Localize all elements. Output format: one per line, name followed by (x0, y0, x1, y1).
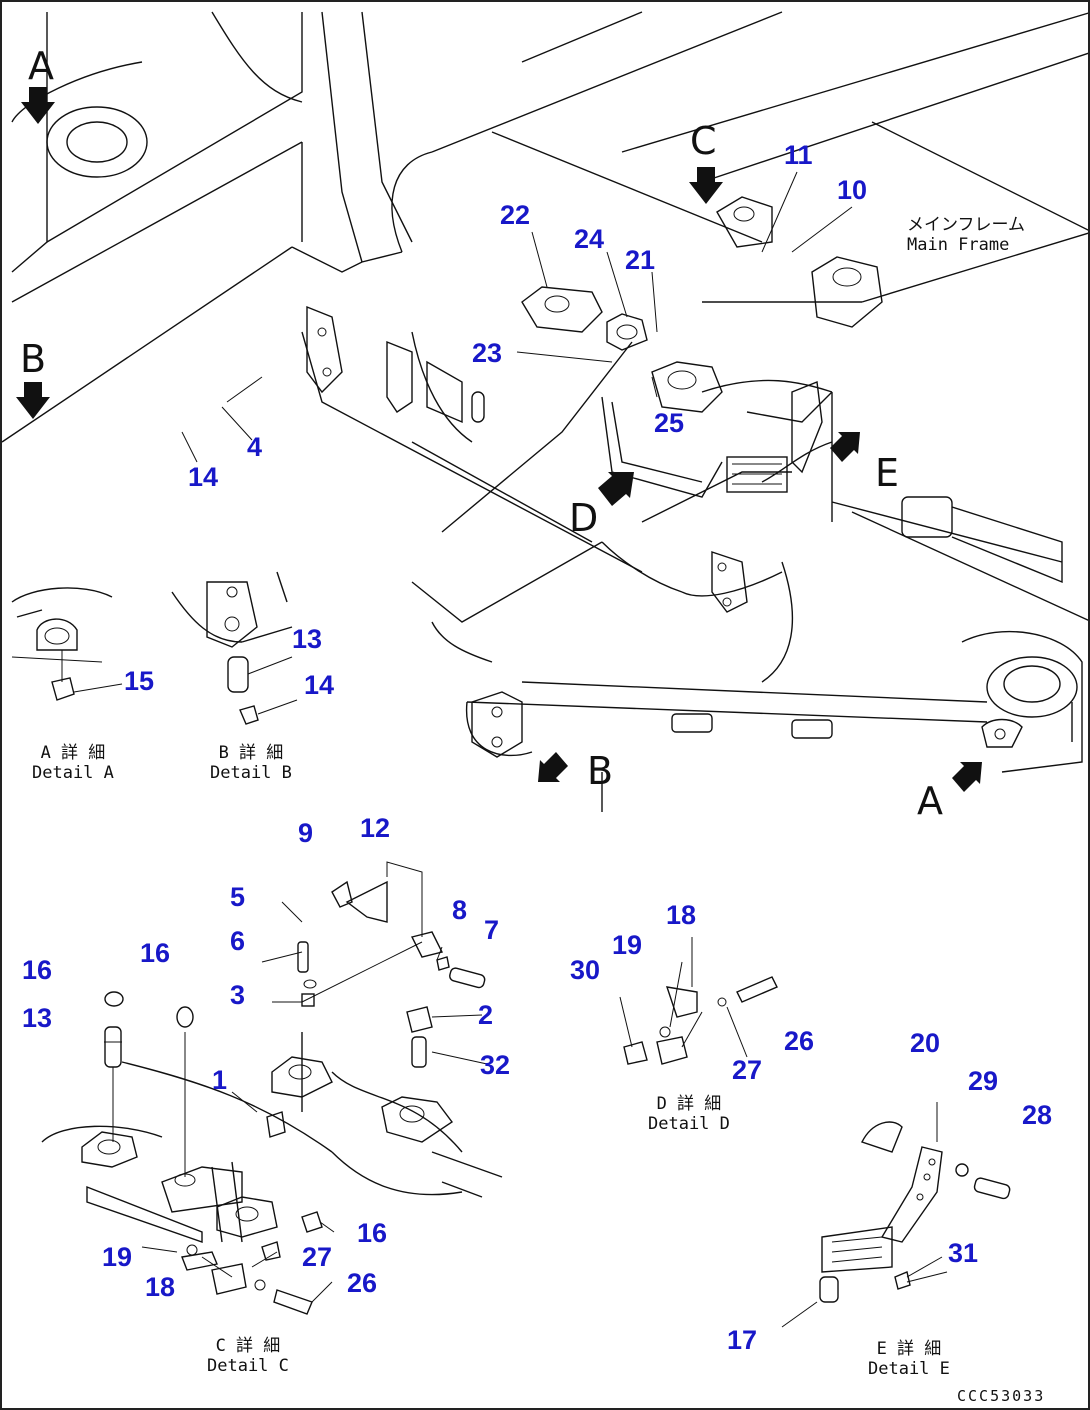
callout-23: 23 (472, 338, 503, 368)
detail-b-drawing (171, 571, 298, 725)
callout-1: 1 (212, 1065, 228, 1095)
detail-e-drawing (781, 1102, 1011, 1328)
callout-21: 21 (625, 245, 656, 275)
callout-6: 6 (230, 926, 246, 956)
callout-8: 8 (452, 895, 468, 925)
callout-12: 12 (360, 813, 391, 843)
caption-detail-b: B 詳 細 Detail B (210, 743, 292, 783)
callout-29: 29 (968, 1066, 999, 1096)
callout-22: 22 (500, 200, 531, 230)
callout-4: 4 (247, 432, 263, 462)
view-arrows (16, 87, 982, 792)
caption-detail-e-en: Detail E (868, 1358, 950, 1379)
main-frame-label-en: Main Frame (907, 234, 1010, 255)
callout-31: 31 (948, 1238, 979, 1268)
detail-c-drawing (41, 880, 503, 1315)
callout-2: 2 (478, 1000, 494, 1030)
callout-16-center: 16 (140, 938, 171, 968)
caption-detail-d-en: Detail D (648, 1113, 730, 1134)
callout-3: 3 (230, 980, 246, 1010)
callout-16-detail-c: 16 (357, 1218, 388, 1248)
view-label-e: E (875, 451, 900, 495)
callout-25: 25 (654, 408, 685, 438)
caption-detail-d-jp: D 詳 細 (656, 1094, 722, 1114)
callout-30: 30 (570, 955, 601, 985)
callout-13-detail-c: 13 (22, 1003, 53, 1033)
mount-brackets (306, 305, 1023, 758)
caption-detail-b-en: Detail B (210, 762, 292, 783)
view-label-b-bottom: B (587, 749, 614, 793)
callout-32: 32 (480, 1050, 511, 1080)
callout-27-detail-c: 27 (302, 1242, 333, 1272)
caption-detail-c: C 詳 細 Detail C (207, 1336, 289, 1376)
callout-10: 10 (837, 175, 868, 205)
caption-detail-c-en: Detail C (207, 1355, 289, 1376)
caption-detail-a-jp: A 詳 細 (40, 743, 106, 763)
callout-14-upper: 14 (188, 462, 219, 492)
callout-19-detail-c: 19 (102, 1242, 133, 1272)
main-frame-label: メインフレーム Main Frame (907, 215, 1025, 255)
callout-17: 17 (727, 1325, 758, 1355)
caption-detail-c-jp: C 詳 細 (215, 1336, 281, 1356)
caption-detail-a-en: Detail A (32, 762, 114, 783)
callout-24: 24 (574, 224, 605, 254)
view-label-d: D (569, 496, 599, 540)
view-label-c: C (690, 119, 717, 163)
caption-detail-e-jp: E 詳 細 (876, 1339, 942, 1359)
callout-5: 5 (230, 882, 246, 912)
callout-9: 9 (298, 818, 314, 848)
callout-27-detail-d: 27 (732, 1055, 763, 1085)
callout-14-detail-b: 14 (304, 670, 335, 700)
view-label-a-top: A (28, 44, 54, 88)
leader-lines (104, 171, 943, 1303)
view-label-b-top: B (20, 337, 47, 381)
callout-19-detail-d: 19 (612, 930, 643, 960)
callout-16-left: 16 (22, 955, 53, 985)
callout-15: 15 (124, 666, 155, 696)
callout-18-detail-c: 18 (145, 1272, 176, 1302)
callout-28: 28 (1022, 1100, 1053, 1130)
main-frame-label-jp: メインフレーム (907, 215, 1025, 235)
caption-detail-e: E 詳 細 Detail E (868, 1339, 950, 1379)
main-frame-outline (2, 11, 1088, 812)
callout-18-detail-d: 18 (666, 900, 697, 930)
view-label-a-bottom: A (917, 779, 943, 823)
caption-detail-b-jp: B 詳 細 (218, 743, 284, 763)
detail-a-drawing (11, 587, 123, 701)
caption-detail-d: D 詳 細 Detail D (648, 1094, 730, 1134)
callout-26-detail-c: 26 (347, 1268, 378, 1298)
drawing-number: CCC53033 (957, 1387, 1046, 1405)
caption-detail-a: A 詳 細 Detail A (32, 743, 114, 783)
callout-20: 20 (910, 1028, 941, 1058)
callout-13-detail-b: 13 (292, 624, 323, 654)
callout-7: 7 (484, 915, 500, 945)
callout-26-detail-d: 26 (784, 1026, 815, 1056)
engine-mounts (521, 196, 883, 498)
detail-d-drawing (623, 976, 778, 1065)
callout-11: 11 (784, 140, 813, 170)
